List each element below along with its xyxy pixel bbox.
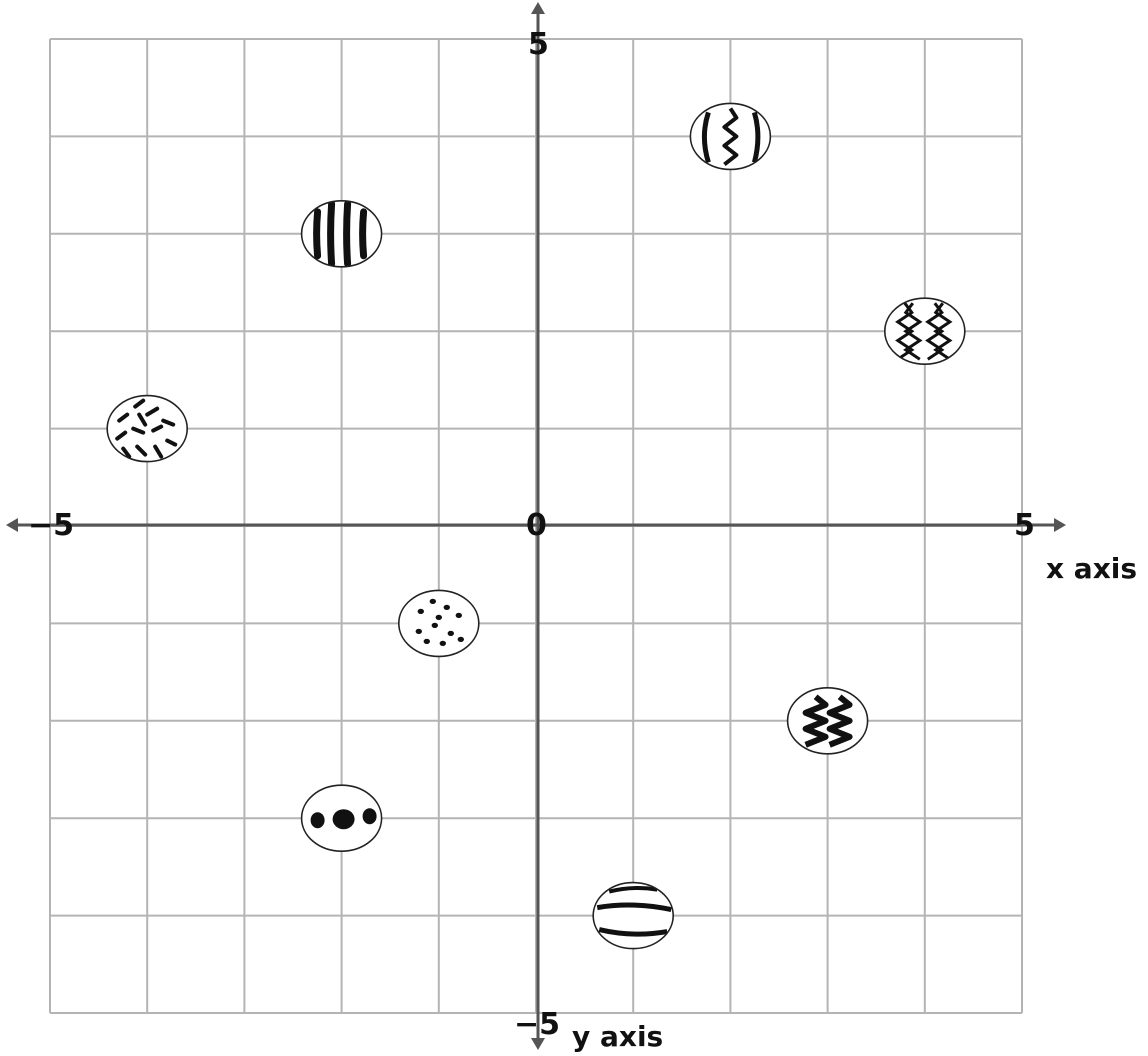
- x-axis-arrow-left: [6, 518, 18, 532]
- x-axis-label: x axis: [1046, 552, 1137, 585]
- x-tick-label-max: 5: [1014, 508, 1035, 543]
- egg-point-horizontal-bands: [593, 883, 673, 949]
- origin-label: 0: [526, 508, 547, 543]
- x-axis-arrow-right: [1054, 518, 1066, 532]
- egg-point-zigzag-vertical-stripes: [690, 103, 770, 169]
- y-axis-label: y axis: [572, 1020, 663, 1053]
- egg-point-dots: [399, 590, 479, 656]
- y-tick-label-min: −5: [514, 1007, 560, 1042]
- egg-point-vertical-stripes: [302, 201, 382, 267]
- egg-point-zigzag-bands: [788, 688, 868, 754]
- egg-point-three-spots: [302, 785, 382, 851]
- y-tick-label-max: 5: [528, 27, 549, 62]
- y-axis-arrow-up: [531, 2, 545, 14]
- x-tick-label-min: −5: [28, 508, 74, 543]
- egg-point-double-zigzag-outline: [885, 298, 965, 364]
- egg-point-dashes: [107, 396, 187, 462]
